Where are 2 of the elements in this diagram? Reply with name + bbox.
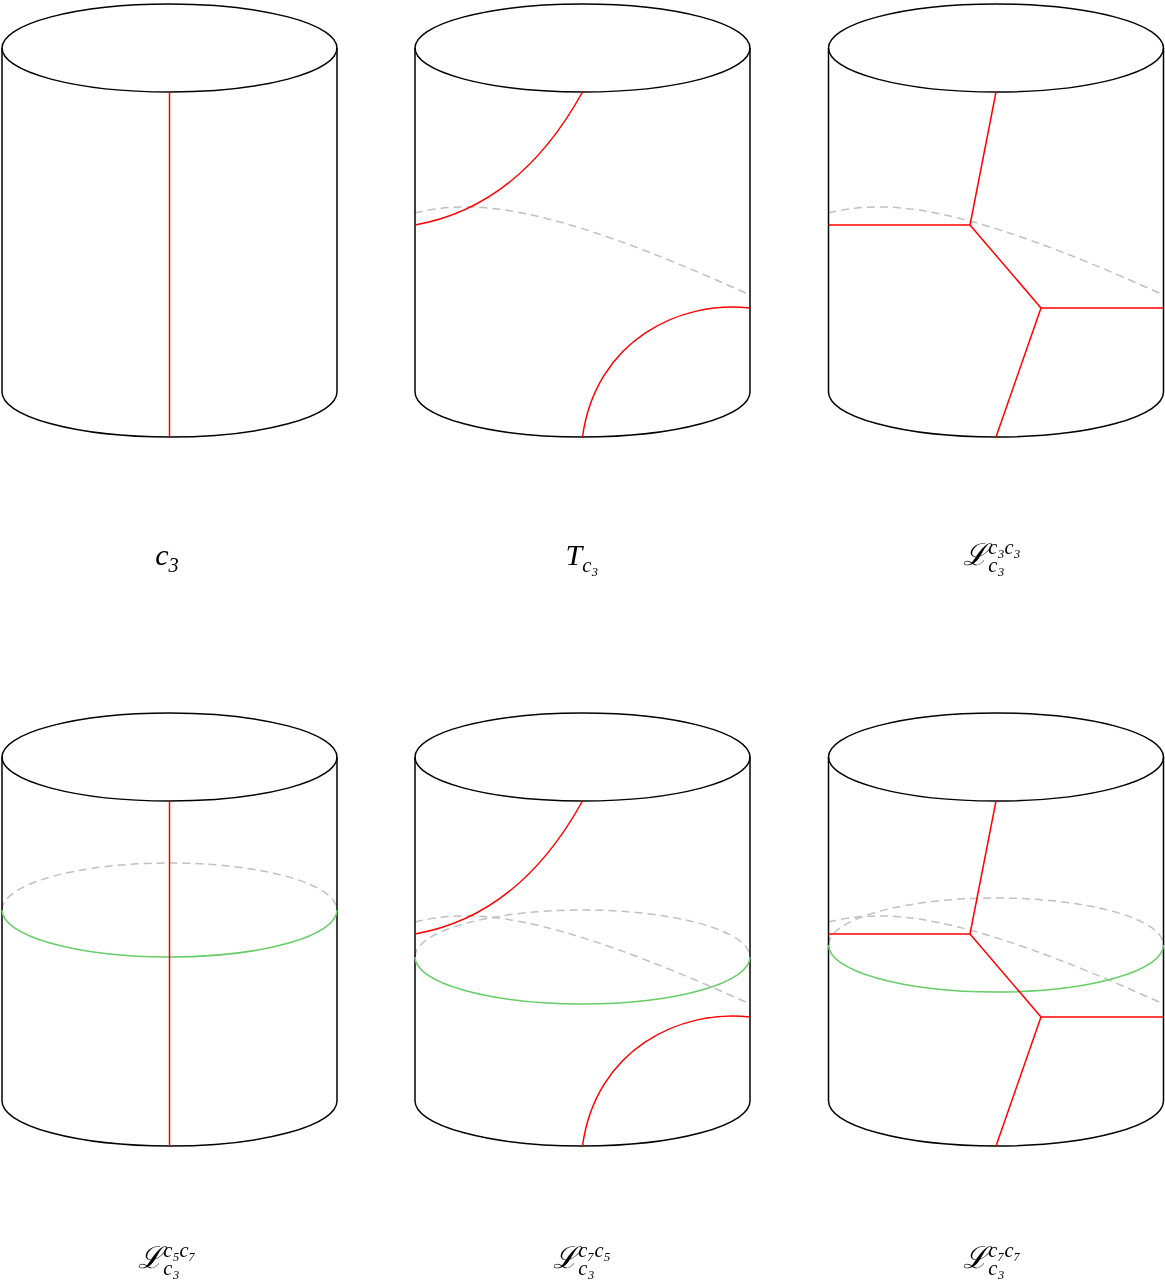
math-label: T$_{c₃}$ [564, 537, 600, 578]
math-label: c$_{3}$ [154, 537, 180, 578]
